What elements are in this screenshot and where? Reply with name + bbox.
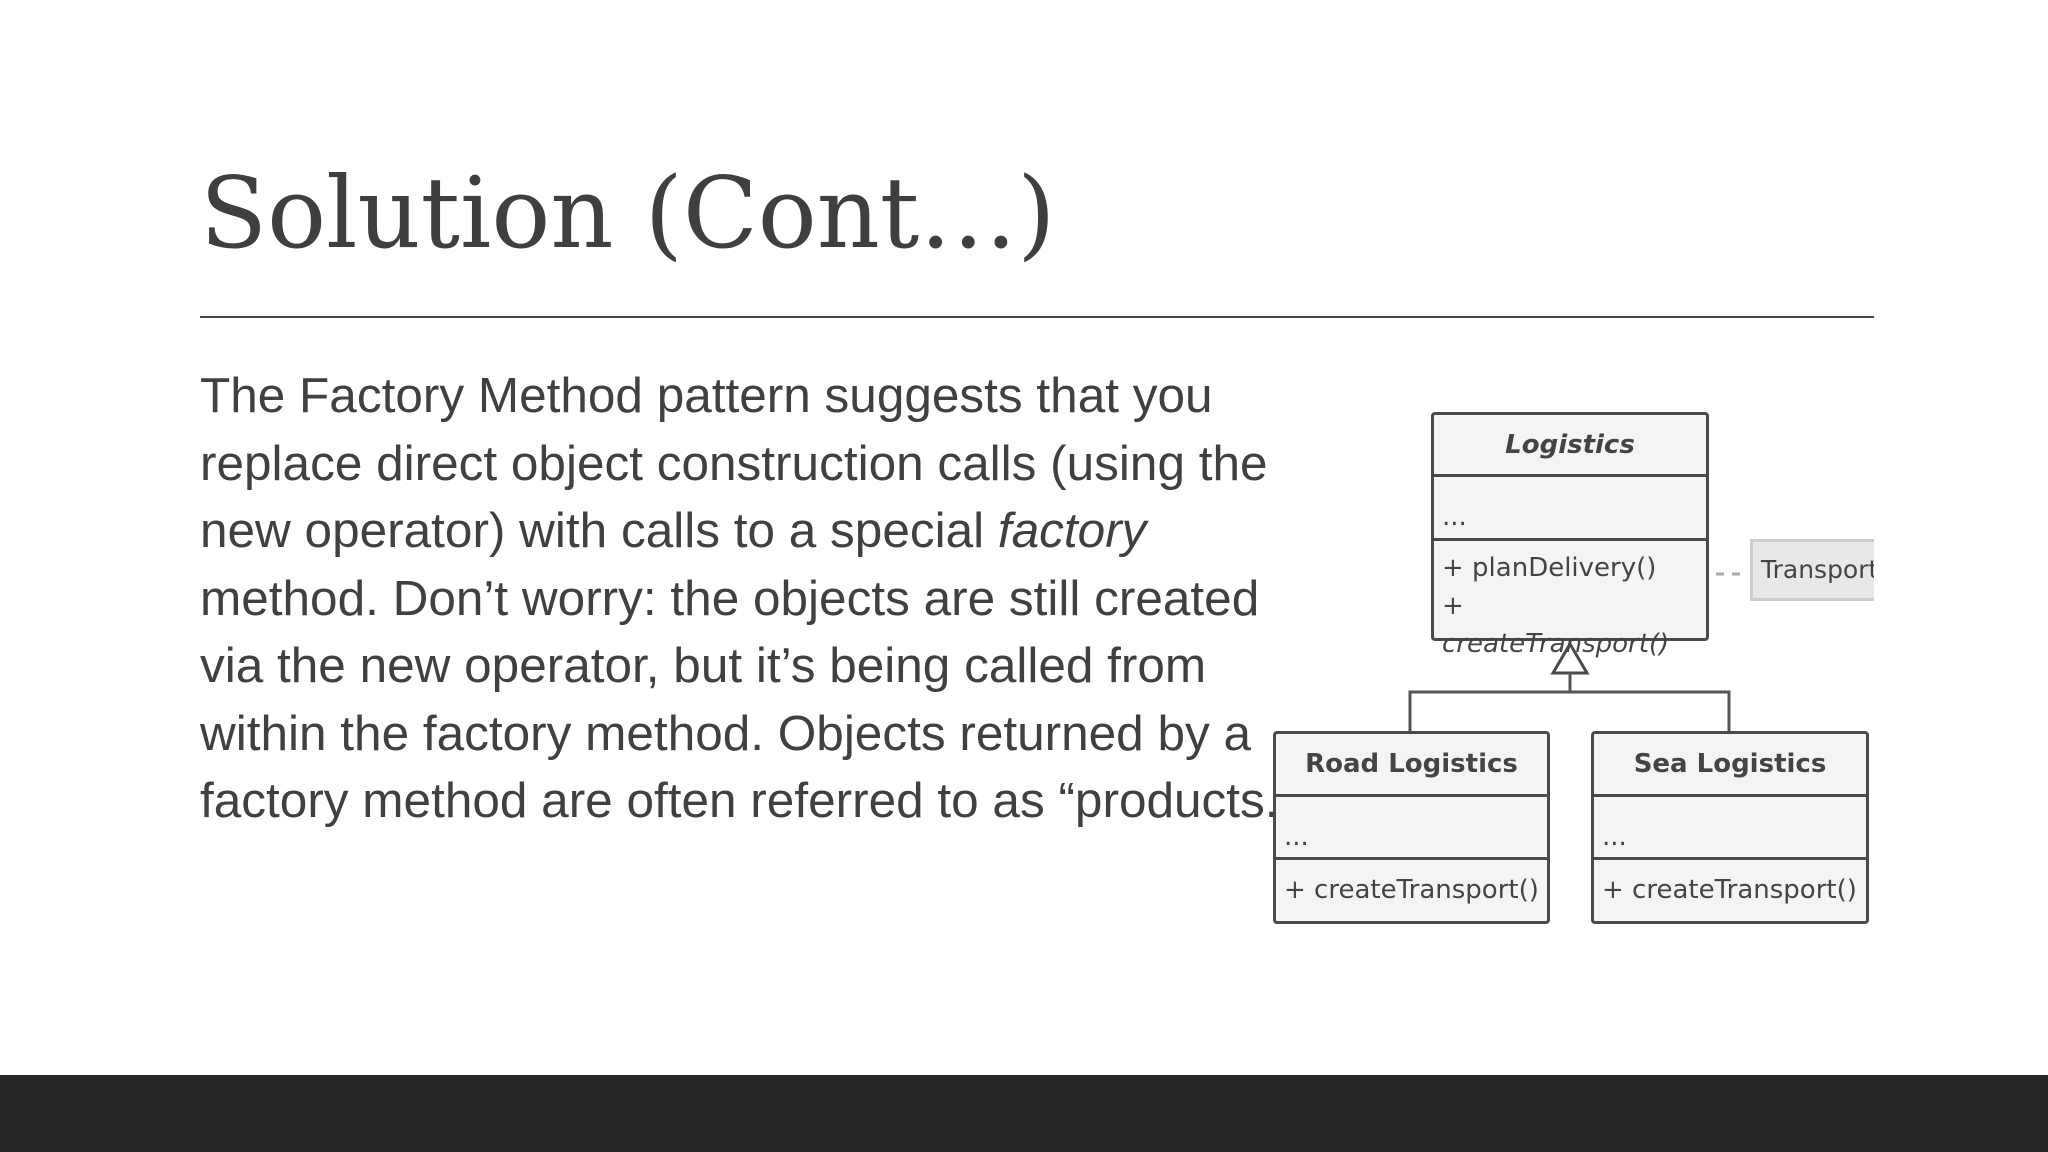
class-sea-logistics: Sea Logistics ... + createTransport() (1591, 731, 1869, 924)
class-fields: ... (1434, 477, 1706, 541)
body-text: The Factory Method pattern suggests that… (200, 368, 1268, 558)
class-name: Logistics (1434, 415, 1706, 477)
class-fields: ... (1594, 797, 1866, 860)
class-road-logistics: Road Logistics ... + createTransport() (1273, 731, 1550, 924)
title-divider (200, 316, 1874, 318)
class-methods: + planDelivery() + createTransport() (1434, 541, 1706, 663)
method: + createTransport() (1284, 875, 1539, 905)
body-text-italic: factory (997, 503, 1147, 558)
note-transport: Transport (1750, 539, 1874, 601)
slide-body-text: The Factory Method pattern suggests that… (200, 362, 1280, 835)
class-logistics: Logistics ... + planDelivery() + createT… (1431, 412, 1709, 659)
slide-title: Solution (Cont…) (200, 157, 1056, 271)
body-text: method. Don’t worry: the objects are sti… (200, 570, 1279, 829)
note-label: Transport (1761, 555, 1874, 584)
footer-bar (0, 1075, 2048, 1152)
method: + createTransport() (1602, 875, 1857, 905)
class-name: Sea Logistics (1594, 734, 1866, 797)
class-fields: ... (1276, 797, 1547, 860)
inheritance-line-road (1408, 673, 1572, 731)
inheritance-line-sea (1570, 690, 1731, 731)
class-name: Road Logistics (1276, 734, 1547, 797)
method: + createTransport() (1442, 591, 1670, 659)
method: + planDelivery() (1442, 553, 1657, 583)
